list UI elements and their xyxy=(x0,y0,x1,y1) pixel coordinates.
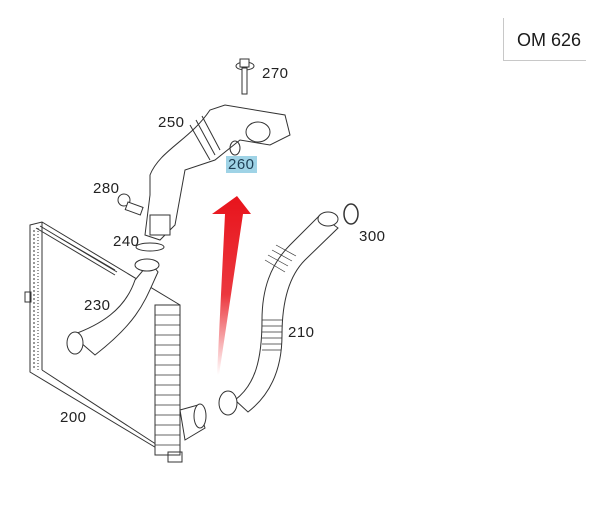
seal-240 xyxy=(135,242,165,252)
pipe-250 xyxy=(144,104,291,241)
intercooler-200 xyxy=(24,221,207,463)
part-label-260[interactable]: 260 xyxy=(226,156,257,173)
pipe-230 xyxy=(66,258,160,356)
engine-model-box: OM 626 xyxy=(503,18,586,61)
bolt-270 xyxy=(235,58,255,95)
hose-210 xyxy=(218,211,339,416)
part-label-210[interactable]: 210 xyxy=(288,324,315,341)
part-label-240[interactable]: 240 xyxy=(113,233,140,250)
clamp-300 xyxy=(343,203,359,225)
part-label-300[interactable]: 300 xyxy=(359,228,386,245)
part-label-250[interactable]: 250 xyxy=(158,114,185,131)
o-ring-260 xyxy=(229,140,241,156)
part-label-200[interactable]: 200 xyxy=(60,409,87,426)
engine-model-code: OM 626 xyxy=(517,30,582,50)
part-label-230[interactable]: 230 xyxy=(84,297,111,314)
part-label-280[interactable]: 280 xyxy=(93,180,120,197)
red-arrow-icon xyxy=(212,196,251,375)
bolt-280 xyxy=(117,193,144,216)
part-label-270[interactable]: 270 xyxy=(262,65,289,82)
